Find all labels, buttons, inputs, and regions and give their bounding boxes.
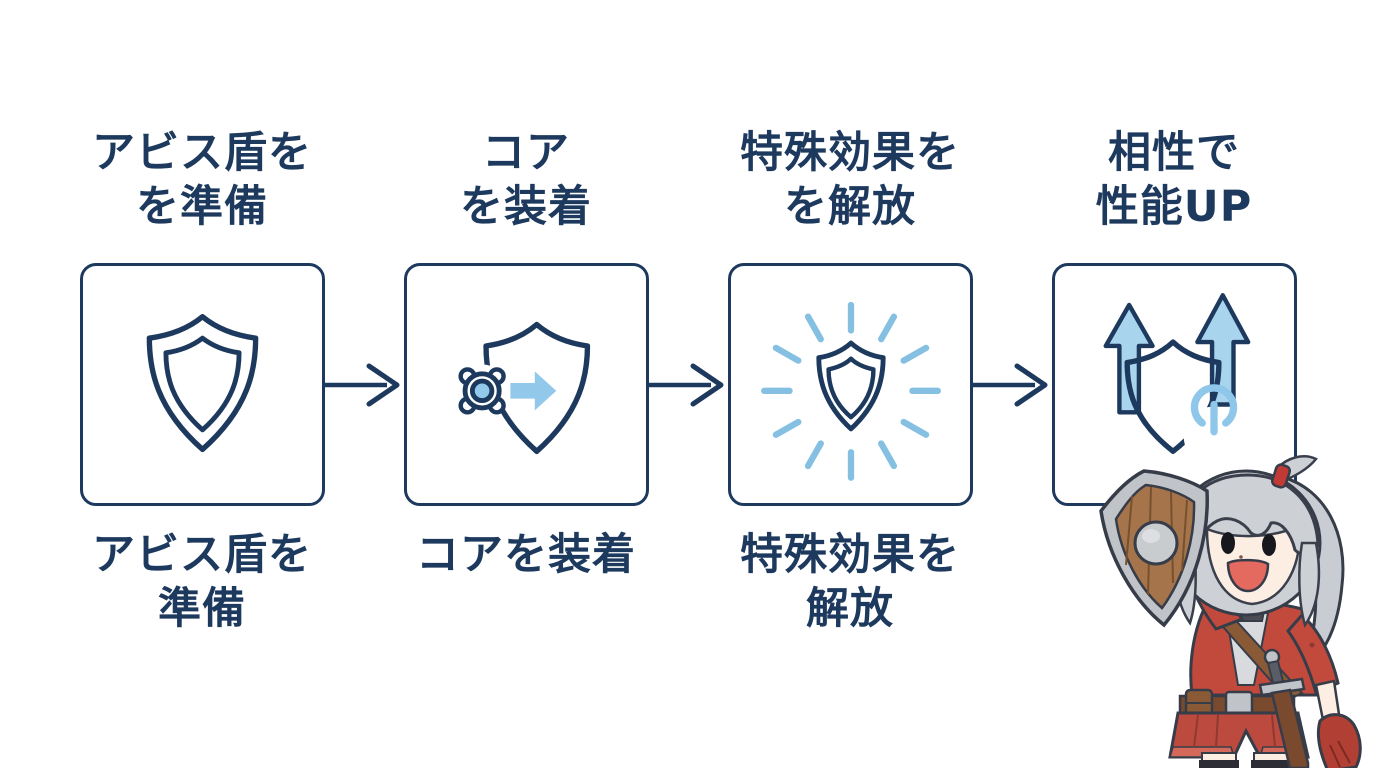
- step-4-title: 相性で 性能UP: [1009, 126, 1339, 234]
- radiance-rays: [761, 301, 941, 481]
- step-2-title-line-1: コア: [482, 128, 570, 178]
- step-2-title: コア を装着: [361, 126, 691, 234]
- flow-arrow-icon: [973, 363, 1048, 407]
- shield-core-insert-icon: [455, 321, 591, 454]
- flow-arrow-icon: [649, 363, 724, 407]
- step-3-box: [728, 263, 973, 506]
- step-1-title-line-2: を準備: [136, 182, 268, 232]
- step-3-title: 特殊効果を を解放: [685, 126, 1015, 234]
- step-3-title-line-1: 特殊効果を: [740, 128, 960, 178]
- step-1-box: [80, 263, 325, 506]
- step-2-caption: コアを装着: [361, 528, 691, 582]
- step-4-title-line-1: 相性で: [1108, 128, 1240, 178]
- left-eye: [1221, 532, 1235, 554]
- head: [1170, 455, 1322, 628]
- open-mouth: [1226, 558, 1270, 593]
- step-2-title-line-2: を装着: [460, 182, 592, 232]
- wooden-shield: [1099, 469, 1209, 628]
- step-4-title-line-2: 性能UP: [1095, 182, 1253, 232]
- legs: [1199, 752, 1291, 768]
- shield-outline-icon: [146, 314, 259, 453]
- step-3-title-line-2: を解放: [784, 182, 916, 232]
- sword: [1258, 648, 1310, 768]
- step-1-caption-line-2: 準備: [158, 584, 246, 634]
- right-eye: [1262, 534, 1276, 556]
- shield-power-up-icon: [1103, 293, 1251, 467]
- step-2-box: [404, 263, 649, 506]
- step-1-caption: アビス盾を 準備: [37, 528, 367, 636]
- step-1-caption-line-1: アビス盾を: [92, 530, 312, 580]
- step-2-caption-line-1: コアを装着: [416, 530, 636, 580]
- power-icon: [1190, 384, 1238, 436]
- gloved-arm: [1286, 612, 1362, 768]
- step-3-caption-line-2: 解放: [806, 584, 894, 634]
- step-1-title-line-1: アビス盾を: [92, 128, 312, 178]
- step-3-caption-line-1: 特殊効果を: [740, 530, 960, 580]
- hair-tie: [1270, 463, 1292, 489]
- shield-radiance-icon: [761, 301, 941, 481]
- character-illustration: [1099, 455, 1362, 768]
- core-gear-icon: [455, 364, 509, 418]
- up-arrows-icon: [1103, 293, 1251, 415]
- flow-arrow-icon: [325, 363, 400, 407]
- step-3-caption: 特殊効果を 解放: [685, 528, 1015, 636]
- shield-boss: [1133, 520, 1179, 566]
- step-1-title: アビス盾を を準備: [37, 126, 367, 234]
- insert-arrow-icon: [510, 371, 557, 411]
